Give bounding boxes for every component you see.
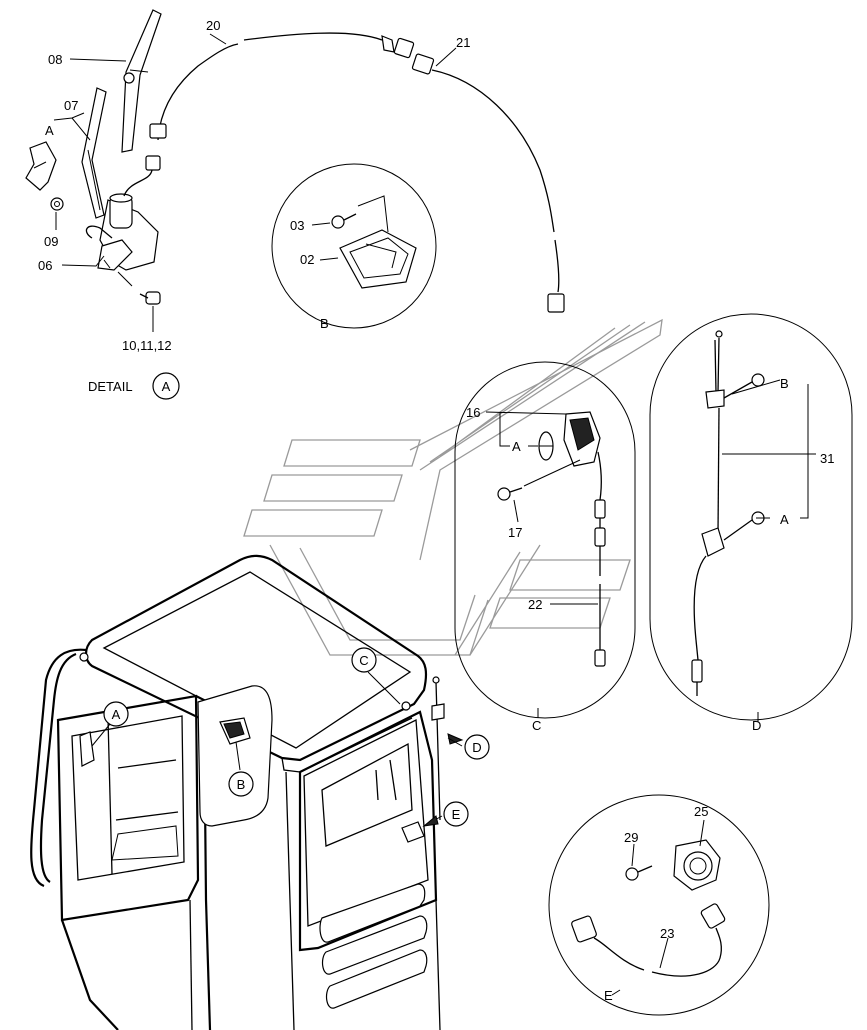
ref-e-label: E: [452, 807, 461, 822]
part-label-16: 16: [466, 405, 480, 420]
ref-b-label: B: [237, 777, 246, 792]
detail-circle-b: [271, 163, 437, 329]
part-label-25: 25: [694, 804, 708, 819]
detail-label-d: D: [752, 718, 761, 733]
harness-20: [149, 32, 415, 141]
part-label-20: 20: [206, 18, 220, 33]
part-label-03: 03: [290, 218, 304, 233]
part-labels: 08 07 A 09 06 10,11,12 20 21 03 02 B 16 …: [38, 18, 834, 1003]
harness-21: [411, 53, 565, 313]
detail-label-c: C: [532, 718, 541, 733]
ref-circle-b: B: [228, 771, 254, 797]
part-label-23: 23: [660, 926, 674, 941]
part-label-08: 08: [48, 52, 62, 67]
callout-b-antenna: B: [780, 376, 789, 391]
detail-circle-c: [454, 361, 636, 719]
part-label-22: 22: [528, 597, 542, 612]
ref-circle-c: C: [351, 647, 377, 673]
ref-circle-d: D: [464, 734, 490, 760]
detail-a-prefix: DETAIL: [88, 379, 133, 394]
detail-circle-e: [548, 794, 770, 1016]
part-label-17: 17: [508, 525, 522, 540]
detail-a-letter: A: [162, 379, 171, 394]
wiper-assembly: [25, 9, 162, 305]
leader-lines: [53, 33, 816, 996]
part-label-10-11-12: 10,11,12: [122, 338, 172, 353]
part-label-31: 31: [820, 451, 834, 466]
part-label-09: 09: [44, 234, 58, 249]
callout-a-antenna: A: [780, 512, 789, 527]
ref-a-label: A: [112, 707, 121, 722]
detail-label-b: B: [320, 316, 329, 331]
part-label-06: 06: [38, 258, 52, 273]
ref-circle-a: A: [103, 701, 129, 727]
detail-a-caption: DETAIL A: [88, 372, 180, 400]
part-label-21: 21: [456, 35, 470, 50]
callout-a-lamp: A: [512, 439, 521, 454]
part-label-02: 02: [300, 252, 314, 267]
part-label-29: 29: [624, 830, 638, 845]
cab-body: [30, 554, 445, 1030]
detail-circle-d: [649, 313, 853, 721]
callout-a-wiper: A: [45, 123, 54, 138]
ref-c-label: C: [359, 653, 368, 668]
detail-label-e: E: [604, 988, 613, 1003]
watermark-logo: [243, 318, 663, 656]
ref-d-label: D: [472, 740, 481, 755]
part-label-07: 07: [64, 98, 78, 113]
ref-circle-e: E: [443, 801, 469, 827]
